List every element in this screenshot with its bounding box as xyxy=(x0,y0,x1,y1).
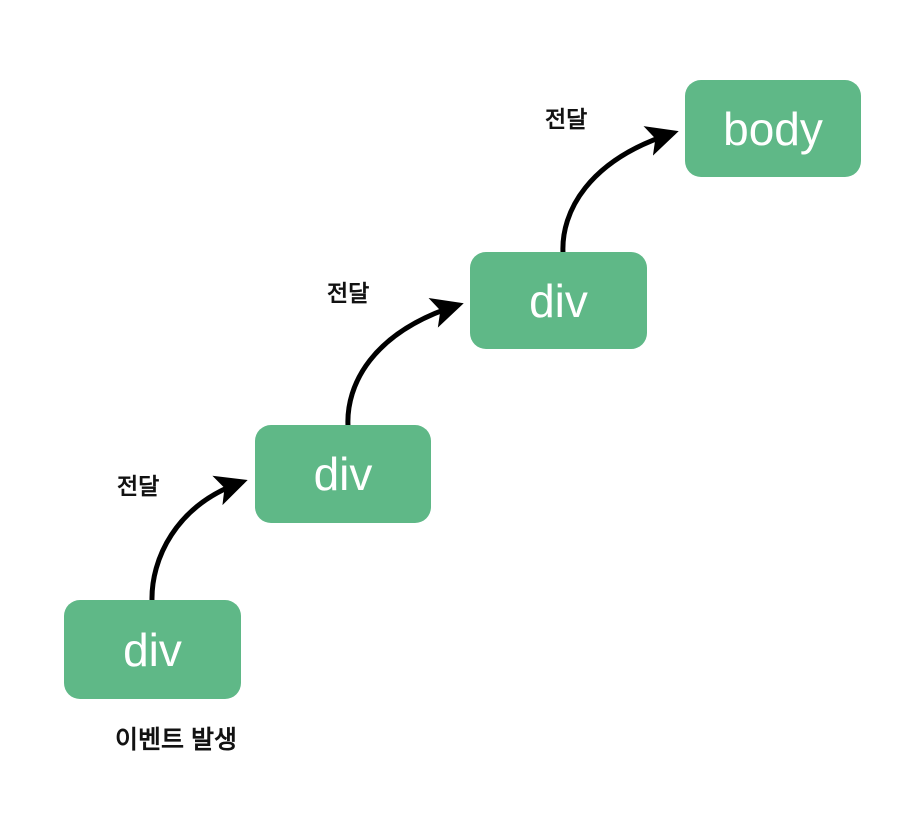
node-body[interactable]: body xyxy=(685,80,861,177)
edge-label-div3-to-body: 전달 xyxy=(545,106,588,132)
arrow-div3-to-body xyxy=(560,126,679,256)
arrow-div1-to-div2 xyxy=(149,475,248,604)
node-body-label: body xyxy=(723,102,823,155)
node-div-3-label: div xyxy=(529,274,588,327)
arrow-div2-to-div3 xyxy=(345,298,464,429)
node-div-3[interactable]: div xyxy=(470,252,647,349)
edge-label-div1-to-div2: 전달 xyxy=(117,473,160,499)
node-div-2-label: div xyxy=(313,448,373,500)
node-div-1-label: div xyxy=(123,623,182,676)
caption-event-occurs: 이벤트 발생 xyxy=(115,726,237,754)
node-div-2[interactable]: div xyxy=(255,425,431,523)
node-div-1[interactable]: div xyxy=(64,600,241,699)
edge-label-div2-to-div3: 전달 xyxy=(327,280,370,306)
